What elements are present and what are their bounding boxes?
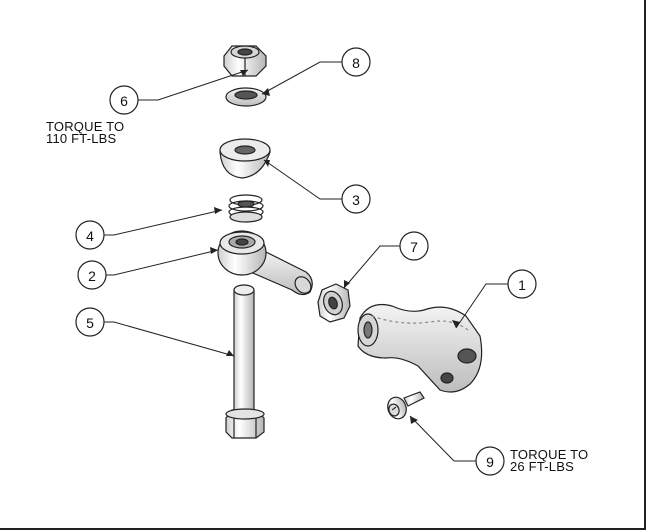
- balloon-6-label: 6: [120, 93, 128, 109]
- balloon-2: 2: [77, 260, 107, 290]
- balloon-4: 4: [75, 220, 105, 250]
- jam-nut-part: [317, 283, 351, 323]
- balloon-8-label: 8: [352, 55, 360, 71]
- balloon-8: 8: [341, 47, 371, 77]
- balloon-3-label: 3: [352, 192, 360, 208]
- torque-note-bottom-line2: 26 FT-LBS: [510, 459, 574, 474]
- arrowheads: [210, 70, 460, 424]
- balloon-5-label: 5: [86, 315, 94, 331]
- balloon-2-label: 2: [88, 268, 96, 284]
- clamp-arm-part: [357, 303, 483, 393]
- torque-note-top: TORQUE TO 110 FT-LBS: [46, 119, 125, 146]
- balloon-7-label: 7: [410, 239, 418, 255]
- balloon-1: 1: [507, 269, 537, 299]
- leader-lines: [90, 61, 508, 462]
- spring-washer-part: [228, 194, 264, 223]
- rod-end-part: [217, 230, 313, 296]
- torque-note-top-line2: 110 FT-LBS: [46, 131, 117, 146]
- cap-screw-part: [387, 391, 425, 420]
- torque-note-bottom-line1: TORQUE TO: [510, 447, 589, 462]
- cone-bushing-part: [219, 138, 271, 179]
- torque-note-bottom: TORQUE TO 26 FT-LBS: [510, 447, 589, 474]
- balloon-9: 9: [475, 446, 505, 476]
- balloon-6: 6: [109, 85, 139, 115]
- torque-note-top-line1: TORQUE TO: [46, 119, 125, 134]
- balloon-9-label: 9: [486, 454, 494, 470]
- bolt-part: [225, 284, 265, 439]
- balloon-7: 7: [399, 231, 429, 261]
- balloon-1-label: 1: [518, 277, 526, 293]
- balloon-3: 3: [341, 184, 371, 214]
- balloon-5: 5: [75, 307, 105, 337]
- balloon-4-label: 4: [86, 228, 94, 244]
- washer-part: [225, 87, 267, 107]
